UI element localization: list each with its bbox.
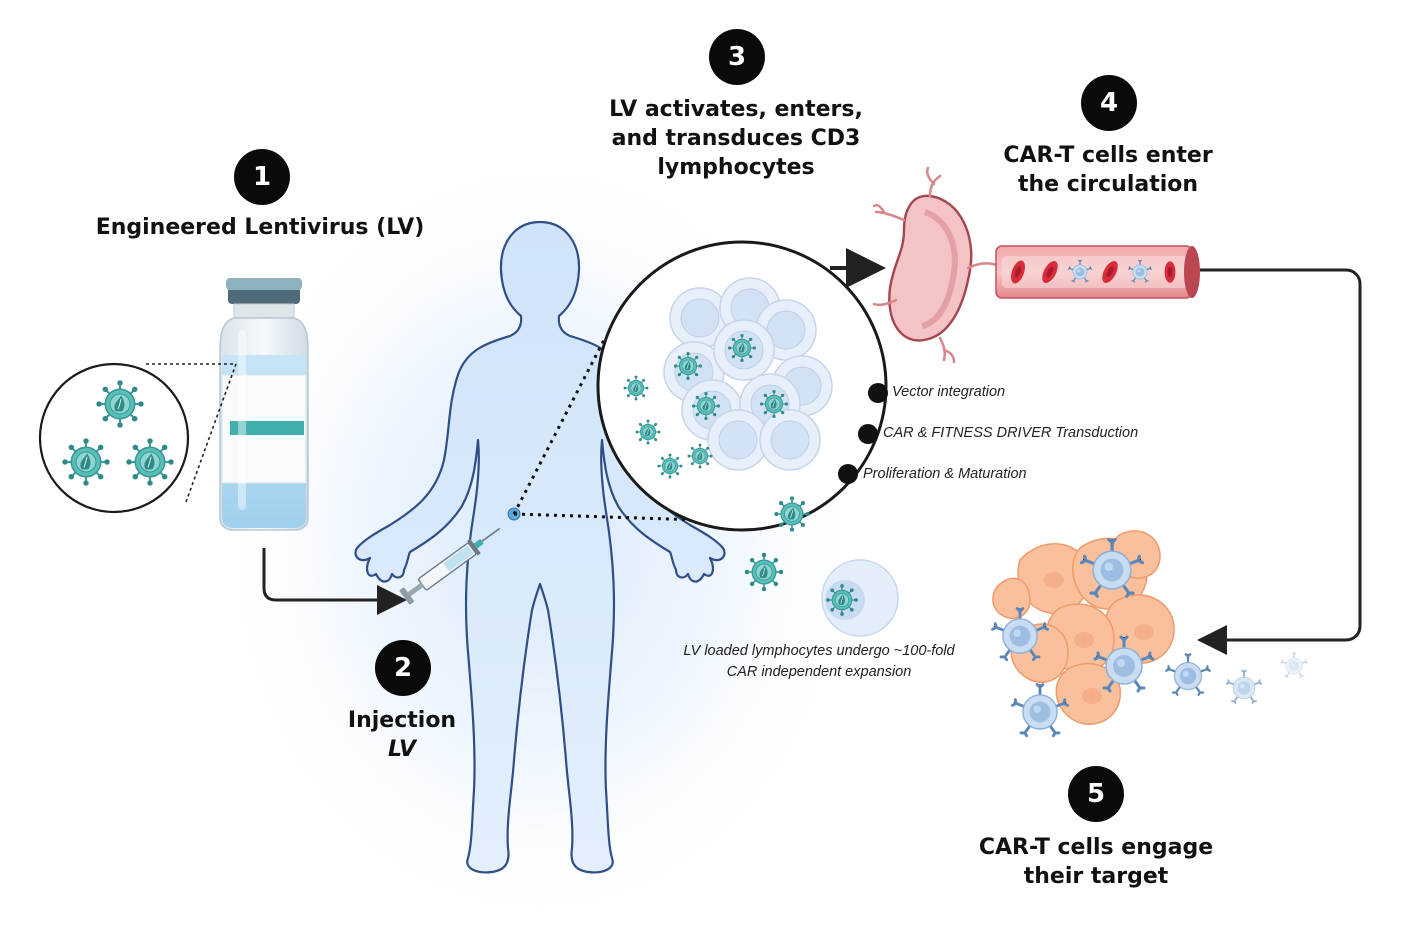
step-5-title-line2: their target — [1023, 864, 1169, 889]
step-5-badge: 5 — [1068, 766, 1124, 822]
virus-particle — [825, 583, 859, 617]
lentivirus-vial — [219, 278, 309, 531]
virus-particle — [759, 389, 789, 419]
step-5-title-line1: CAR-T cells engage — [978, 835, 1214, 860]
virus-particle — [673, 351, 703, 381]
label-vector-integration: Vector integration — [892, 384, 1006, 400]
blood-vessel — [995, 245, 1200, 299]
lymph-node — [872, 166, 1002, 364]
expansion-note: LV loaded lymphocytes undergo ~100-fold … — [640, 641, 998, 683]
label-proliferation: Proliferation & Maturation — [863, 466, 1027, 482]
step-4-title-line2: the circulation — [1017, 172, 1199, 197]
step-3-title-line1: LV activates, enters, — [609, 97, 863, 122]
step-2-title-line2: LV — [387, 737, 416, 762]
virus-particle — [743, 551, 785, 593]
arrow-vessel-to-tumor — [1197, 268, 1362, 655]
step-3-badge: 3 — [709, 29, 765, 85]
timeline-dot — [858, 424, 878, 444]
arrow-vial-to-injection — [262, 548, 407, 615]
expansion-note-line1: LV loaded lymphocytes undergo ~100-fold — [683, 643, 955, 659]
virus-particle — [687, 443, 713, 469]
zoom-line-upper — [512, 339, 606, 515]
car-t-cell — [1165, 653, 1211, 696]
step-1-title: Engineered Lentivirus (LV) — [95, 215, 425, 240]
label-car-transduction: CAR & FITNESS DRIVER Transduction — [883, 425, 1139, 441]
timeline-dot — [868, 383, 888, 403]
step-4-title-line1: CAR-T cells enter — [1003, 143, 1213, 168]
virus-particle — [623, 375, 649, 401]
virus-particle — [691, 391, 721, 421]
virus-particle — [125, 437, 175, 487]
syringe — [399, 527, 501, 605]
expansion-note-line2: CAR independent expansion — [726, 664, 912, 680]
step-4-badge: 4 — [1081, 75, 1137, 131]
car-t-cell — [1225, 669, 1263, 704]
step-3-title: LV activates, enters, and transduces CD3… — [586, 95, 886, 182]
step-2-badge: 2 — [375, 640, 431, 696]
virus-particle — [727, 333, 757, 363]
step-2-title: Injection LV — [302, 706, 502, 764]
virus-particle — [635, 419, 661, 445]
human-body-silhouette — [354, 220, 726, 874]
red-blood-cell — [1164, 261, 1176, 283]
virus-particle — [61, 437, 111, 487]
step-3-title-line3: lymphocytes — [657, 155, 815, 180]
step-4-title: CAR-T cells enter the circulation — [958, 141, 1258, 199]
virus-particle — [773, 495, 811, 533]
step-1-badge: 1 — [234, 149, 290, 205]
lymphocyte-zoom-circle — [596, 240, 888, 532]
virus-zoom-circle — [38, 362, 237, 514]
virus-particle — [657, 453, 683, 479]
car-t-cell — [1280, 652, 1308, 678]
loaded-lymphocyte — [821, 559, 899, 637]
step-5-title: CAR-T cells engage their target — [946, 833, 1246, 891]
step-2-title-line1: Injection — [347, 708, 457, 733]
step-3-title-line2: and transduces CD3 — [611, 126, 861, 151]
virus-particle — [95, 379, 145, 429]
timeline-dot — [838, 464, 858, 484]
